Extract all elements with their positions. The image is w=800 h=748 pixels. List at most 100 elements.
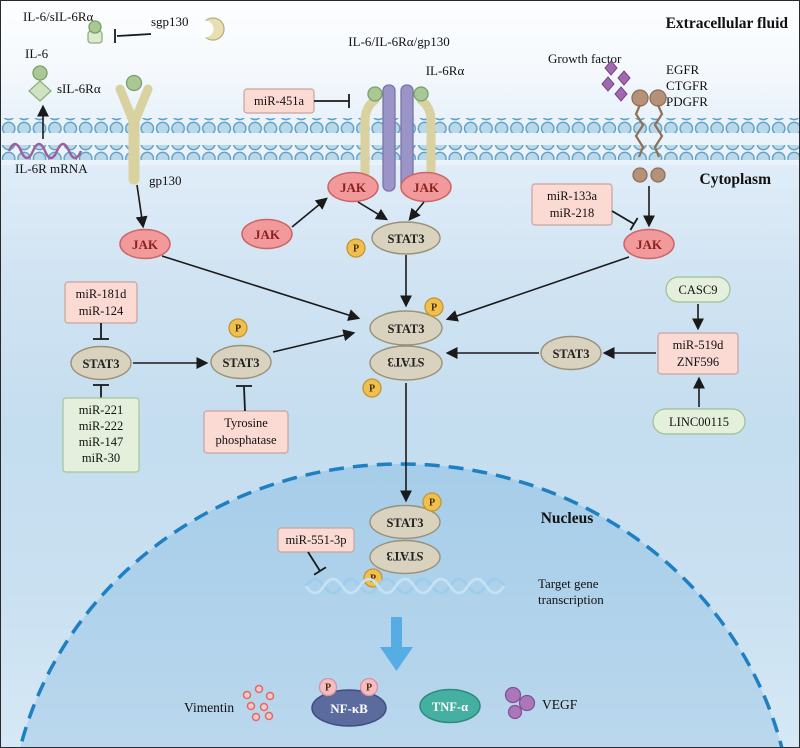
jak-label: JAK bbox=[413, 180, 440, 195]
label-ctgfr: CTGFR bbox=[666, 78, 708, 93]
jak-label: JAK bbox=[254, 227, 281, 242]
box-mir221-group: miR-221 miR-222 miR-147 miR-30 bbox=[62, 397, 140, 473]
inhibition-mir181d-stat3 bbox=[93, 323, 109, 340]
jak-label: JAK bbox=[340, 180, 367, 195]
membrane-inner-leaflet bbox=[1, 145, 799, 160]
arrow-jakmid-jakpair bbox=[291, 197, 328, 228]
phospho-circle-pink bbox=[359, 677, 379, 697]
left-receptor-gp130 bbox=[115, 74, 153, 185]
label-mir181d: miR-181d bbox=[76, 287, 127, 301]
arrow-jakleft-dimer bbox=[161, 255, 361, 321]
stat3-label: STAT3 bbox=[387, 232, 424, 246]
label-extracellular: Extracellular fluid bbox=[666, 15, 789, 32]
phospho-circle-pink bbox=[318, 677, 338, 697]
growth-factor-receptor bbox=[631, 89, 667, 183]
il6-ball-right bbox=[413, 86, 429, 102]
label-il6r-mrna: IL-6R mRNA bbox=[15, 161, 88, 176]
phospho-label: P bbox=[369, 384, 375, 395]
label-tyrosine-2: phosphatase bbox=[215, 433, 277, 447]
stat3-label-inverted: STAT3 bbox=[386, 549, 423, 563]
jak-right: JAK bbox=[623, 228, 675, 260]
label-mir133a: miR-133a bbox=[547, 189, 597, 203]
phospho-label: P bbox=[429, 498, 435, 509]
stat3-label: STAT3 bbox=[82, 357, 119, 371]
label-il6: IL-6 bbox=[25, 46, 49, 61]
label-cytoplasm: Cytoplasm bbox=[700, 171, 772, 188]
label-mir222: miR-222 bbox=[79, 419, 123, 433]
sil6ra-diamond-icon bbox=[28, 80, 52, 102]
stat3-label-inverted: STAT3 bbox=[387, 355, 424, 369]
label-znf596: ZNF596 bbox=[677, 355, 719, 369]
stat3-label: STAT3 bbox=[387, 322, 424, 336]
phospho-circle bbox=[346, 238, 366, 258]
label-nucleus: Nucleus bbox=[541, 510, 594, 527]
membrane-outer-leaflet bbox=[1, 118, 799, 133]
il6r-mrna-squiggle bbox=[7, 142, 83, 160]
stat3-dimer-nucleus: STAT3 STAT3 P P bbox=[363, 492, 442, 588]
box-mir551-3p: miR-551-3p bbox=[277, 527, 355, 553]
inhibition-mir133a-jak bbox=[611, 210, 639, 231]
label-nfkb: NF-κB bbox=[330, 701, 368, 716]
label-vegf: VEGF bbox=[542, 697, 578, 712]
label-tyrosine-1: Tyrosine bbox=[224, 416, 268, 430]
phospho-label: P bbox=[366, 683, 372, 694]
inhibition-mir221-stat3 bbox=[93, 384, 109, 398]
label-casc9: CASC9 bbox=[679, 283, 718, 297]
label-mir551-3p: miR-551-3p bbox=[285, 533, 346, 547]
label-mir218: miR-218 bbox=[550, 206, 594, 220]
sgp130-crescent-icon bbox=[196, 17, 225, 41]
phospho-label: P bbox=[431, 303, 437, 314]
jak-left: JAK bbox=[119, 228, 171, 260]
inhibition-mir451a-receptor bbox=[314, 94, 350, 108]
jak-label: JAK bbox=[636, 237, 663, 252]
il6-ball-on-receptor bbox=[125, 74, 143, 92]
arrow-pstat3-dimer bbox=[272, 329, 356, 353]
stat3-phospho-top: STAT3 P bbox=[346, 221, 441, 258]
nucleus-envelope bbox=[18, 462, 784, 747]
arrow-jakright-dimer bbox=[445, 256, 630, 322]
vimentin-dots bbox=[242, 684, 275, 722]
phospho-label: P bbox=[353, 244, 359, 255]
arrow-gp130-jak bbox=[135, 184, 148, 229]
label-mir221: miR-221 bbox=[79, 403, 123, 417]
box-tyrosine-phosphatase: Tyrosine phosphatase bbox=[203, 410, 289, 454]
label-tnfa: TNF-α bbox=[432, 700, 468, 714]
dna-helix bbox=[304, 577, 506, 595]
stat3-dimer-cytoplasm: STAT3 STAT3 P P bbox=[362, 297, 444, 398]
label-mir124: miR-124 bbox=[79, 304, 124, 318]
stat3-label: STAT3 bbox=[386, 516, 423, 530]
phospho-circle bbox=[228, 318, 248, 338]
stat3-left: STAT3 bbox=[70, 345, 132, 381]
inhibition-bar bbox=[313, 566, 327, 576]
phospho-circle bbox=[363, 568, 383, 588]
arrow-jakpairL-stat3 bbox=[357, 201, 389, 221]
arrow-jakpairR-stat3 bbox=[408, 201, 425, 221]
phospho-circle bbox=[362, 378, 382, 398]
il6-ball-icon bbox=[32, 65, 48, 81]
label-target-gene-1: Target gene bbox=[538, 576, 599, 591]
inhibition-phosphatase-stat3 bbox=[236, 385, 252, 412]
phospho-label: P bbox=[325, 683, 331, 694]
stat3-label: STAT3 bbox=[552, 347, 589, 361]
inhibition-sgp130-complex bbox=[114, 29, 152, 43]
growth-factor-diamond-icons bbox=[601, 60, 631, 102]
stat3-label: STAT3 bbox=[222, 356, 259, 370]
label-il6ra-top: IL-6Rα bbox=[426, 63, 465, 78]
label-mir451a: miR-451a bbox=[254, 94, 304, 108]
central-receptor-complex bbox=[360, 84, 436, 192]
label-linc00115: LINC00115 bbox=[669, 415, 729, 429]
phospho-circle bbox=[422, 492, 442, 512]
label-sil6ra: sIL-6Rα bbox=[57, 81, 101, 96]
il6-ball-left bbox=[367, 86, 383, 102]
nfkb-oval: NF-κB P P bbox=[311, 677, 387, 727]
stat3-phospho-midleft: P STAT3 bbox=[210, 318, 272, 380]
jak-label: JAK bbox=[132, 237, 159, 252]
tnfa-oval: TNF-α bbox=[419, 688, 481, 724]
jak-mid: JAK bbox=[241, 218, 293, 250]
jak-receptor-left: JAK bbox=[327, 171, 379, 203]
label-mir519d: miR-519d bbox=[673, 338, 724, 352]
inhibition-bar bbox=[629, 217, 639, 231]
il6-sil6ra-complex-icon bbox=[87, 20, 103, 44]
pill-casc9: CASC9 bbox=[665, 276, 731, 303]
